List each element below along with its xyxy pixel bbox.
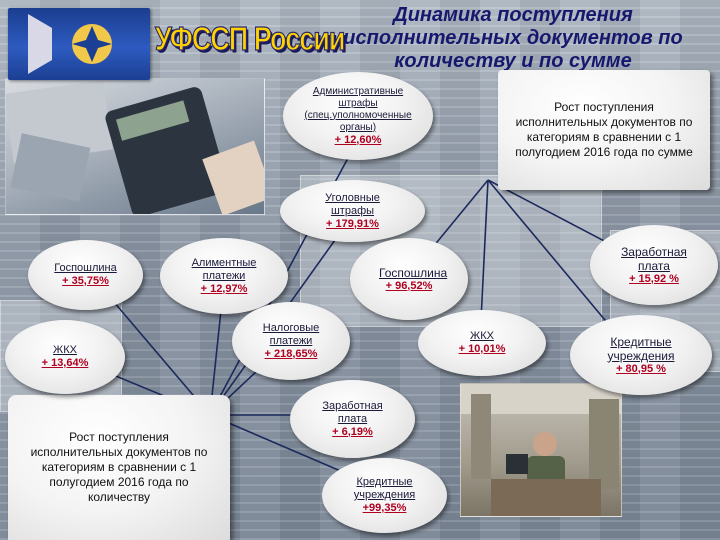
page-title: Динамика поступления исполнительных доку…	[308, 4, 718, 73]
node-label: Налоговые платежи	[262, 321, 320, 347]
node-label: Административные штрафы (спец.уполномоче…	[304, 85, 412, 133]
summary-sum-box: Рост поступления исполнительных документ…	[498, 70, 710, 190]
calculator-photo	[5, 78, 265, 215]
summary-count-text: Рост поступления исполнительных документ…	[30, 430, 208, 504]
node-label: Алиментные платежи	[191, 256, 257, 282]
brand-title: УФССП России	[154, 20, 345, 59]
emblem-flag	[8, 8, 150, 80]
node-value: + 35,75%	[62, 275, 109, 287]
node-value: + 96,52%	[385, 279, 433, 292]
node-value: +99,35%	[362, 502, 407, 514]
node-credit-institutions: Кредитные учреждения +99,35%	[322, 458, 447, 533]
summary-count-box: Рост поступления исполнительных документ…	[8, 395, 230, 540]
node-label: Госпошлина	[379, 265, 448, 280]
summary-sum-text: Рост поступления исполнительных документ…	[515, 100, 693, 159]
title-line: исполнительных документов по	[343, 27, 683, 49]
node-value: + 15,92 %	[629, 272, 679, 285]
node-label: Госпошлина	[54, 262, 117, 274]
node-tax-payments: Налоговые платежи + 218,65%	[232, 302, 350, 380]
node-state-duty: Госпошлина + 35,75%	[28, 240, 143, 310]
office-photo	[460, 383, 622, 517]
node-sum-credit-institutions: Кредитные учреждения + 80,95 %	[570, 315, 712, 395]
node-sum-state-duty: Госпошлина + 96,52%	[350, 238, 468, 320]
node-value: + 10,01%	[458, 343, 506, 355]
node-criminal-fines: Уголовные штрафы + 179,91%	[280, 180, 425, 242]
node-value: + 6,19%	[332, 425, 373, 438]
node-label: Уголовные штрафы	[325, 191, 380, 217]
node-sum-wages: Заработная плата + 15,92 %	[590, 225, 718, 305]
title-line: количеству и по сумме	[394, 50, 632, 72]
node-value: + 179,91%	[326, 217, 379, 230]
node-label: Заработная плата	[322, 399, 383, 425]
title-line: Динамика поступления	[393, 4, 633, 26]
node-alimony: Алиментные платежи + 12,97%	[160, 238, 288, 314]
node-label: ЖКХ	[470, 330, 494, 342]
node-housing-utilities: ЖКХ + 13,64%	[5, 320, 125, 394]
node-value: + 12,97%	[200, 282, 248, 295]
node-label: Кредитные учреждения	[607, 334, 675, 363]
node-value: + 12,60%	[334, 133, 382, 146]
node-label: ЖКХ	[53, 344, 77, 356]
node-wages: Заработная плата + 6,19%	[290, 380, 415, 458]
node-label: Кредитные учреждения	[353, 476, 416, 501]
node-label: Заработная плата	[621, 244, 687, 273]
node-value: + 80,95 %	[616, 362, 666, 375]
node-value: + 13,64%	[41, 357, 89, 369]
node-admin-fines: Административные штрафы (спец.уполномоче…	[283, 72, 433, 160]
node-sum-housing-utilities: ЖКХ + 10,01%	[418, 310, 546, 376]
node-value: + 218,65%	[264, 347, 318, 360]
